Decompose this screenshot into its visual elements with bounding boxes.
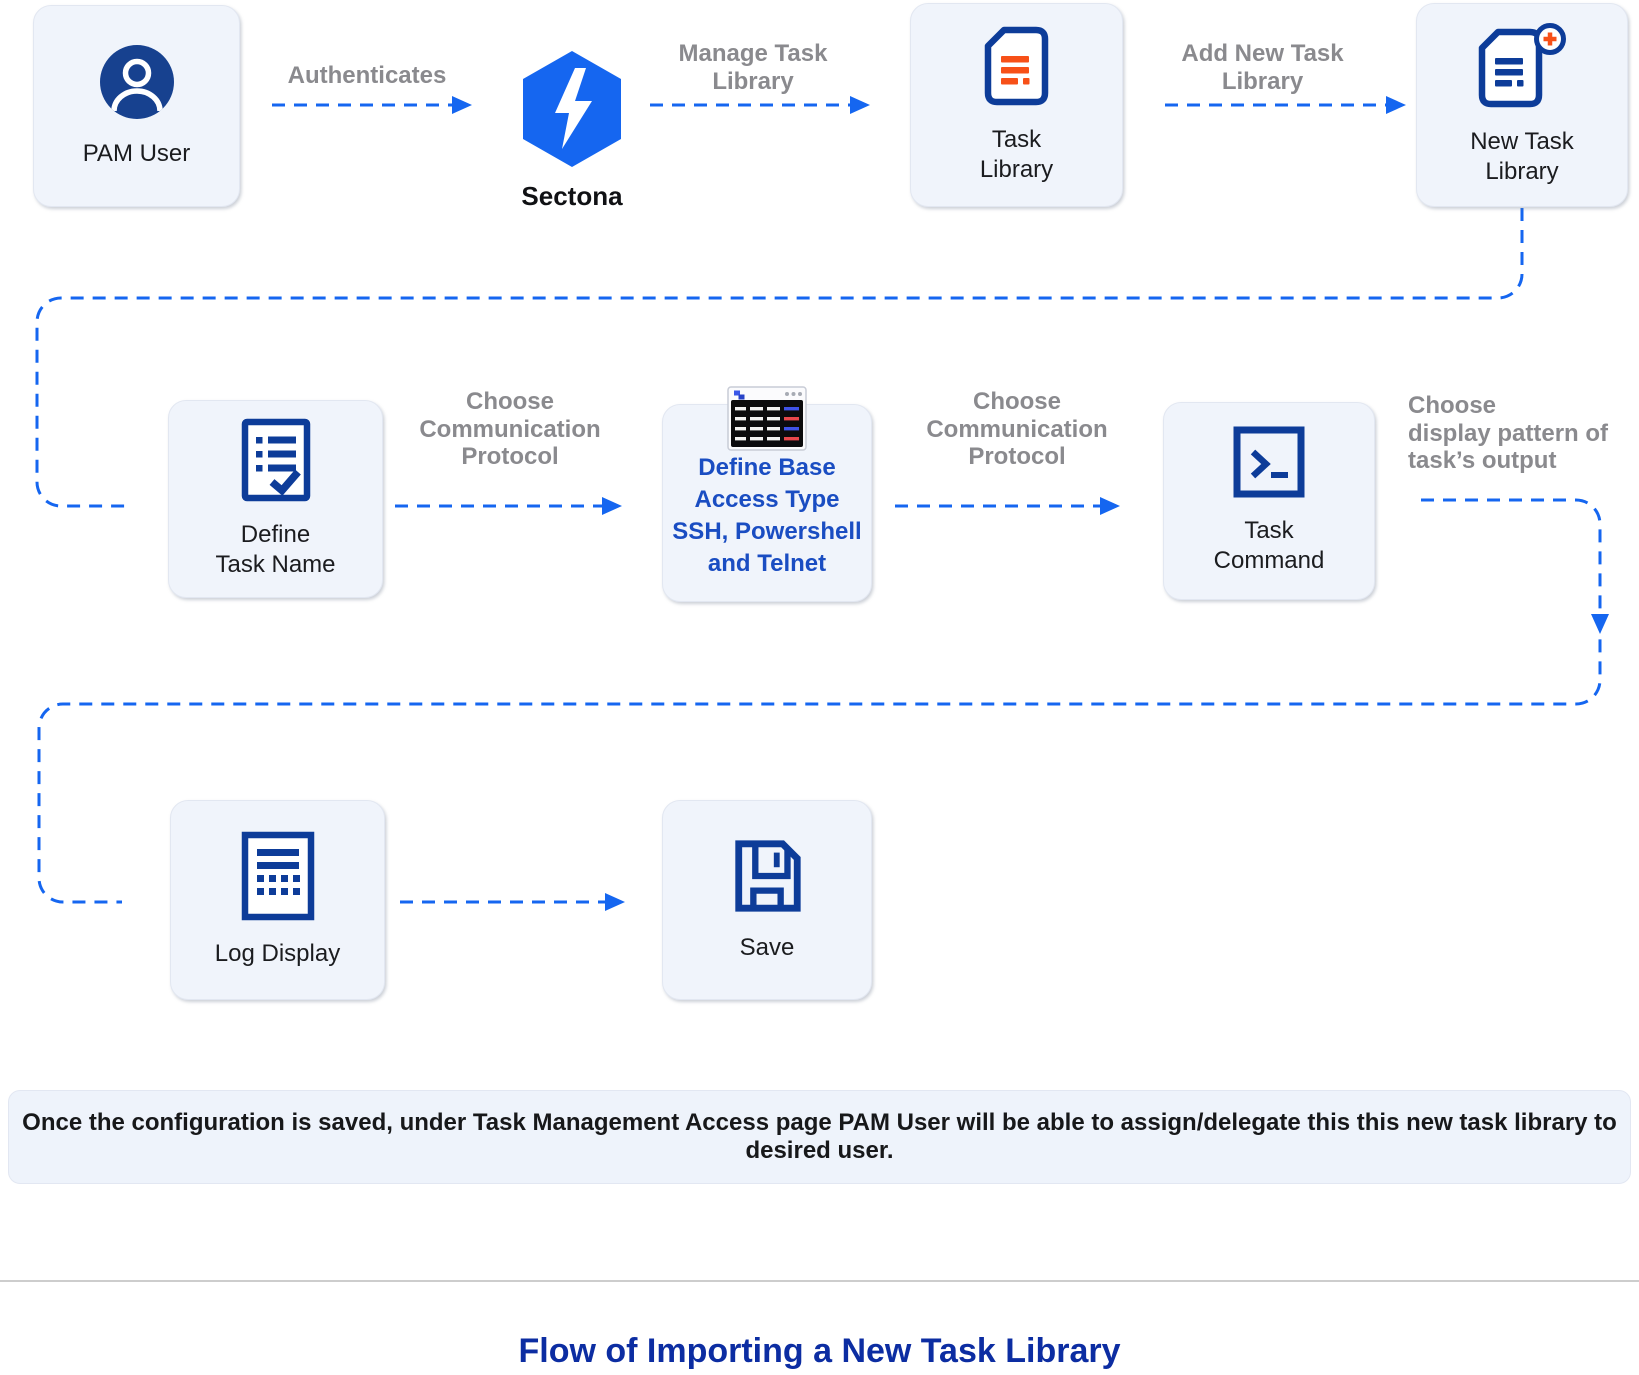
node-label-task-library: Task Library xyxy=(979,125,1054,183)
node-define-base-access: Define Base Access Type SSH, Powershell … xyxy=(662,386,872,602)
terminal-prompt-icon xyxy=(1233,426,1305,498)
node-label-define-base-access: Define Base Access Type SSH, Powershell … xyxy=(672,454,862,577)
node-label-pam-user: PAM User xyxy=(82,139,191,167)
note-box: Once the configuration is saved, under T… xyxy=(8,1090,1631,1184)
arrowhead-authenticates xyxy=(452,96,472,114)
node-label-task-command: Task Command xyxy=(1213,516,1325,574)
arrowhead-choose-protocol-1 xyxy=(602,497,622,515)
node-task-library: Task Library xyxy=(910,3,1123,207)
arrowhead-manage-task-library xyxy=(850,96,870,114)
divider-line xyxy=(0,1280,1639,1282)
sectona-hexagon-bolt-icon xyxy=(523,51,621,167)
node-label-log-display: Log Display xyxy=(214,939,341,967)
node-label-save: Save xyxy=(739,933,795,961)
node-new-task-library: New Task Library xyxy=(1416,3,1628,207)
edge-label-choose-display-pattern: Choose display pattern of task’s output xyxy=(1408,392,1609,475)
connector-task-command-to-log-display xyxy=(37,498,1602,904)
edge-label-manage-task-library: Manage Task Library xyxy=(678,40,828,95)
arrowhead-choose-protocol-2 xyxy=(1100,497,1120,515)
arrowhead-add-new-task-library xyxy=(1386,96,1406,114)
node-task-command: Task Command xyxy=(1163,402,1375,600)
node-log-display: Log Display xyxy=(170,800,385,1000)
edge-label-authenticates: Authenticates xyxy=(287,62,447,89)
node-label-new-task-library: New Task Library xyxy=(1470,127,1574,185)
checklist-document-icon xyxy=(241,418,310,501)
document-orange-lines-icon xyxy=(984,26,1048,105)
edge-label-add-new-task-library: Add New Task Library xyxy=(1181,40,1344,95)
node-label-sectona: Sectona xyxy=(521,181,623,211)
node-save: Save xyxy=(662,800,872,1000)
node-define-task-name: Define Task Name xyxy=(168,400,383,598)
node-pam-user: PAM User xyxy=(33,5,240,207)
page-title: Flow of Importing a New Task Library xyxy=(518,1332,1121,1370)
node-sectona: Sectona xyxy=(512,50,632,212)
user-icon xyxy=(99,44,174,119)
edge-label-choose-protocol-2: Choose Communication Protocol xyxy=(926,388,1108,471)
terminal-window-icon xyxy=(727,386,807,451)
arrowhead-log-display-to-save xyxy=(605,893,625,911)
edge-label-choose-protocol-1: Choose Communication Protocol xyxy=(419,388,601,471)
log-report-icon xyxy=(241,831,314,921)
floppy-disk-icon xyxy=(735,840,801,912)
note-text: Once the configuration is saved, under T… xyxy=(22,1109,1617,1164)
arrowheads xyxy=(452,96,1609,911)
arrowhead-down-mid-connector xyxy=(1591,614,1609,634)
document-add-icon xyxy=(1478,22,1566,107)
node-label-define-task-name: Define Task Name xyxy=(215,520,336,578)
